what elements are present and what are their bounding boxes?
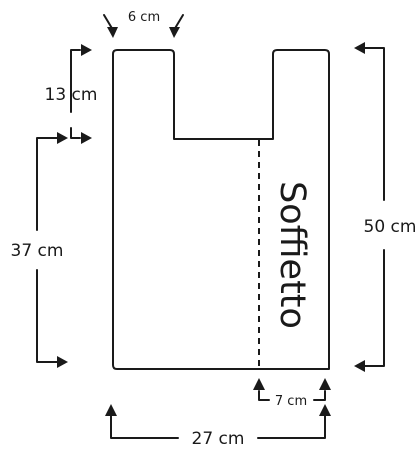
dimension-total-width: 27 cm — [105, 404, 331, 449]
dimension-gusset-width: 7 cm — [253, 378, 331, 409]
gusset-label: Soffietto — [272, 181, 312, 329]
label-handle-depth: 13 cm — [45, 85, 98, 105]
dimension-handle-depth: 13 cm — [45, 44, 98, 144]
label-total-width: 27 cm — [192, 429, 245, 449]
label-side-width: 6 cm — [128, 10, 160, 25]
label-total-height: 50 cm — [364, 217, 417, 237]
label-gusset-width: 7 cm — [275, 394, 307, 409]
bag-outline — [112, 49, 330, 370]
dimension-side-width: 6 cm — [103, 10, 184, 38]
label-lower-height: 37 cm — [11, 241, 64, 261]
dimension-total-height: 50 cm — [354, 42, 416, 372]
dimension-lower-height: 37 cm — [11, 132, 68, 368]
